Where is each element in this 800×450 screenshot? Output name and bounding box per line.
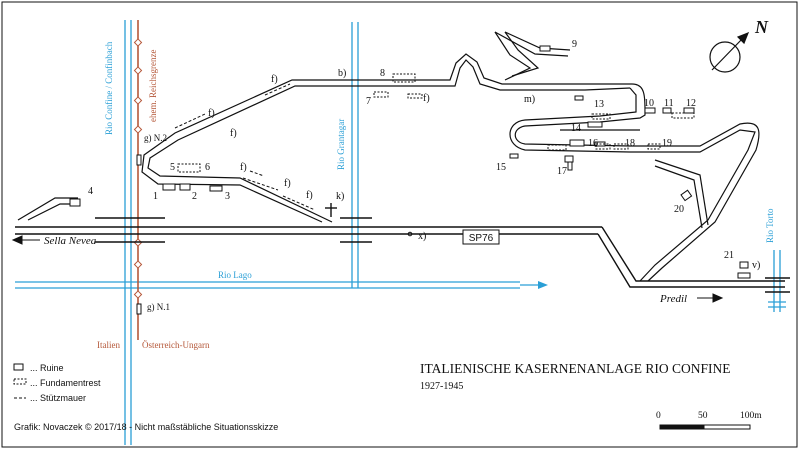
label-f5: f) <box>284 178 291 189</box>
scale-label-50: 50 <box>698 411 708 421</box>
retaining-walls <box>174 83 316 211</box>
bridges <box>95 217 790 293</box>
place-sella-nevea: Sella Nevea <box>44 235 97 247</box>
border-label-italy: Italien <box>97 340 120 350</box>
label-13: 13 <box>594 99 604 110</box>
label-2: 2 <box>192 191 197 202</box>
old-border <box>133 20 143 340</box>
label-x: x) <box>418 231 426 242</box>
access-roads <box>17 31 760 282</box>
label-k: k) <box>336 191 344 202</box>
river-label-lago: Rio Lago <box>218 270 252 280</box>
label-16: 16 <box>588 138 598 149</box>
border-label-austria: Österreich-Ungarn <box>142 340 210 350</box>
label-f3: f) <box>230 128 237 139</box>
label-15: 15 <box>496 162 506 173</box>
place-predil: Predil <box>659 293 687 305</box>
label-10: 10 <box>644 98 654 109</box>
road-sign-label: SP76 <box>469 233 494 244</box>
label-21: 21 <box>724 250 734 261</box>
legend-foundation-swatch <box>13 378 27 385</box>
map-years: 1927-1945 <box>420 381 463 392</box>
river-grantagar <box>351 22 359 288</box>
legend-ruin-swatch <box>13 363 24 371</box>
label-9: 9 <box>572 39 577 50</box>
foundations <box>177 73 695 173</box>
west-arrow-icon <box>11 235 40 245</box>
credit-line: Grafik: Novaczek © 2017/18 - Nicht maßst… <box>14 422 278 432</box>
legend-foundation-label: ... Fundamentrest <box>30 378 101 388</box>
label-5: 5 <box>170 162 175 173</box>
river-confine <box>124 20 132 445</box>
river-label-grantagar: Rio Grantagar <box>336 119 346 170</box>
label-14: 14 <box>571 123 581 134</box>
border-marker-n2: g) N.2 <box>144 133 167 143</box>
map-labels: 1 2 3 4 5 6 7 8 9 10 11 12 13 14 15 16 1… <box>88 39 760 271</box>
label-f7: f) <box>423 93 430 104</box>
label-11: 11 <box>664 98 674 109</box>
label-f1: f) <box>271 74 278 85</box>
label-7: 7 <box>366 96 371 107</box>
river-label-torto: Rio Torto <box>765 208 775 243</box>
scale-bar: 0 50 100m <box>656 411 762 430</box>
label-4: 4 <box>88 186 93 197</box>
label-19: 19 <box>662 138 672 149</box>
buildings <box>69 45 751 315</box>
north-arrow-icon <box>709 31 750 73</box>
legend-wall-label: ... Stützmauer <box>30 393 86 403</box>
scale-label-100: 100m <box>740 411 762 421</box>
legend: ... Ruine ... Fundamentrest ... Stützmau… <box>13 363 101 403</box>
river-label-confine: Rio Confine / Confinbach <box>104 41 114 135</box>
label-1: 1 <box>153 191 158 202</box>
label-17: 17 <box>557 166 567 177</box>
label-12: 12 <box>686 98 696 109</box>
label-3: 3 <box>225 191 230 202</box>
label-m: m) <box>524 94 535 105</box>
label-18: 18 <box>625 138 635 149</box>
label-f6: f) <box>306 190 313 201</box>
label-6: 6 <box>205 162 210 173</box>
rivers <box>15 20 786 445</box>
border-label-old: ehem. Reichsgrenze <box>148 50 158 122</box>
map-title: ITALIENISCHE KASERNENANLAGE RIO CONFINE <box>420 361 731 376</box>
border-marker-n1: g) N.1 <box>147 302 170 312</box>
main-road <box>15 226 785 288</box>
label-20: 20 <box>674 204 684 215</box>
label-8: 8 <box>380 68 385 79</box>
label-f4: f) <box>240 162 247 173</box>
road-sign-sp76 <box>462 229 500 245</box>
east-arrow-icon <box>697 293 724 303</box>
label-b: b) <box>338 68 346 79</box>
river-lago <box>15 281 548 289</box>
label-v: v) <box>752 260 760 271</box>
legend-ruin-label: ... Ruine <box>30 363 64 373</box>
x-marker-icon <box>407 231 413 237</box>
label-f2: f) <box>208 108 215 119</box>
chapel-cross-icon <box>325 203 337 217</box>
scale-label-0: 0 <box>656 411 661 421</box>
north-label: N <box>754 17 769 37</box>
